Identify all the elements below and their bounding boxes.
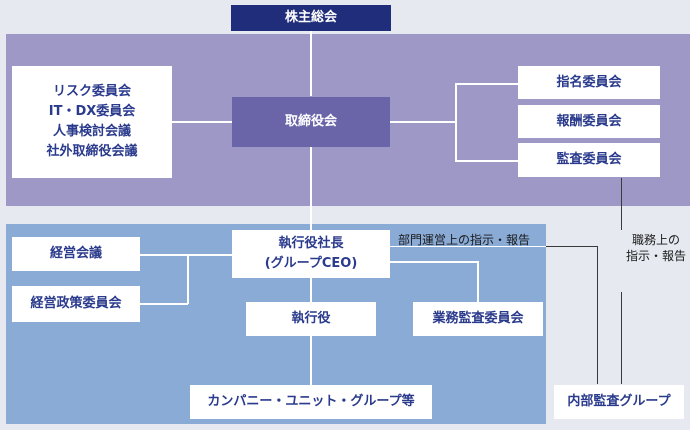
connector-board-president — [310, 146, 312, 230]
connector-committees-vertical — [455, 83, 457, 161]
president-ceo-box: 執行役社長 (グループCEO) — [232, 230, 390, 278]
advisory-committees-box: リスク委員会 IT・DX委員会 人事検討会議 社外取締役会議 — [12, 66, 172, 178]
audit-committee-box: 監査委員会 — [518, 143, 660, 177]
connector-advisory-board — [172, 121, 232, 123]
connector-audit — [455, 160, 518, 162]
connector-policy — [140, 303, 188, 305]
duty-instruction-line1: 職務上の — [632, 233, 681, 247]
management-meeting-box: 経営会議 — [12, 237, 140, 271]
connector-dept-report-vertical — [597, 246, 598, 384]
connector-board-committees — [390, 121, 456, 123]
duty-instruction-line2: 指示・報告 — [626, 249, 687, 263]
shareholders-meeting-box: 株主総会 — [231, 5, 391, 31]
connector-audit-duty-lower — [621, 292, 622, 384]
dept-instruction-label: 部門運営上の指示・報告 — [398, 233, 531, 247]
executive-officers-box: 執行役 — [246, 302, 376, 336]
advisory-risk: リスク委員会 — [52, 84, 131, 99]
nomination-committee-box: 指名委員会 — [518, 66, 660, 99]
connector-bizaudit-vertical — [477, 261, 479, 303]
internal-audit-group-box: 内部監査グループ — [554, 385, 684, 419]
connector-nomination — [455, 83, 518, 85]
connector-shareholders-board — [310, 30, 312, 96]
companies-units-groups-box: カンパニー・ユニット・グループ等 — [190, 385, 432, 419]
connector-policy-vertical — [187, 254, 189, 304]
connector-president-dept-line — [390, 246, 546, 247]
board-of-directors-box: 取締役会 — [232, 97, 390, 147]
president-title: 執行役社長 — [278, 236, 344, 251]
president-subtitle: (グループCEO) — [264, 256, 358, 271]
connector-meeting-president — [140, 254, 232, 256]
management-policy-committee-box: 経営政策委員会 — [12, 286, 140, 322]
connector-dept-report — [546, 246, 598, 247]
business-audit-committee-box: 業務監査委員会 — [413, 302, 543, 336]
advisory-it-dx: IT・DX委員会 — [48, 104, 136, 119]
advisory-hr: 人事検討会議 — [52, 124, 131, 139]
duty-instruction-label: 職務上の 指示・報告 — [626, 232, 686, 264]
connector-audit-duty-upper — [621, 178, 622, 230]
advisory-outside-directors: 社外取締役会議 — [46, 144, 138, 159]
compensation-committee-box: 報酬委員会 — [518, 105, 660, 138]
connector-president-bizaudit — [390, 261, 478, 263]
